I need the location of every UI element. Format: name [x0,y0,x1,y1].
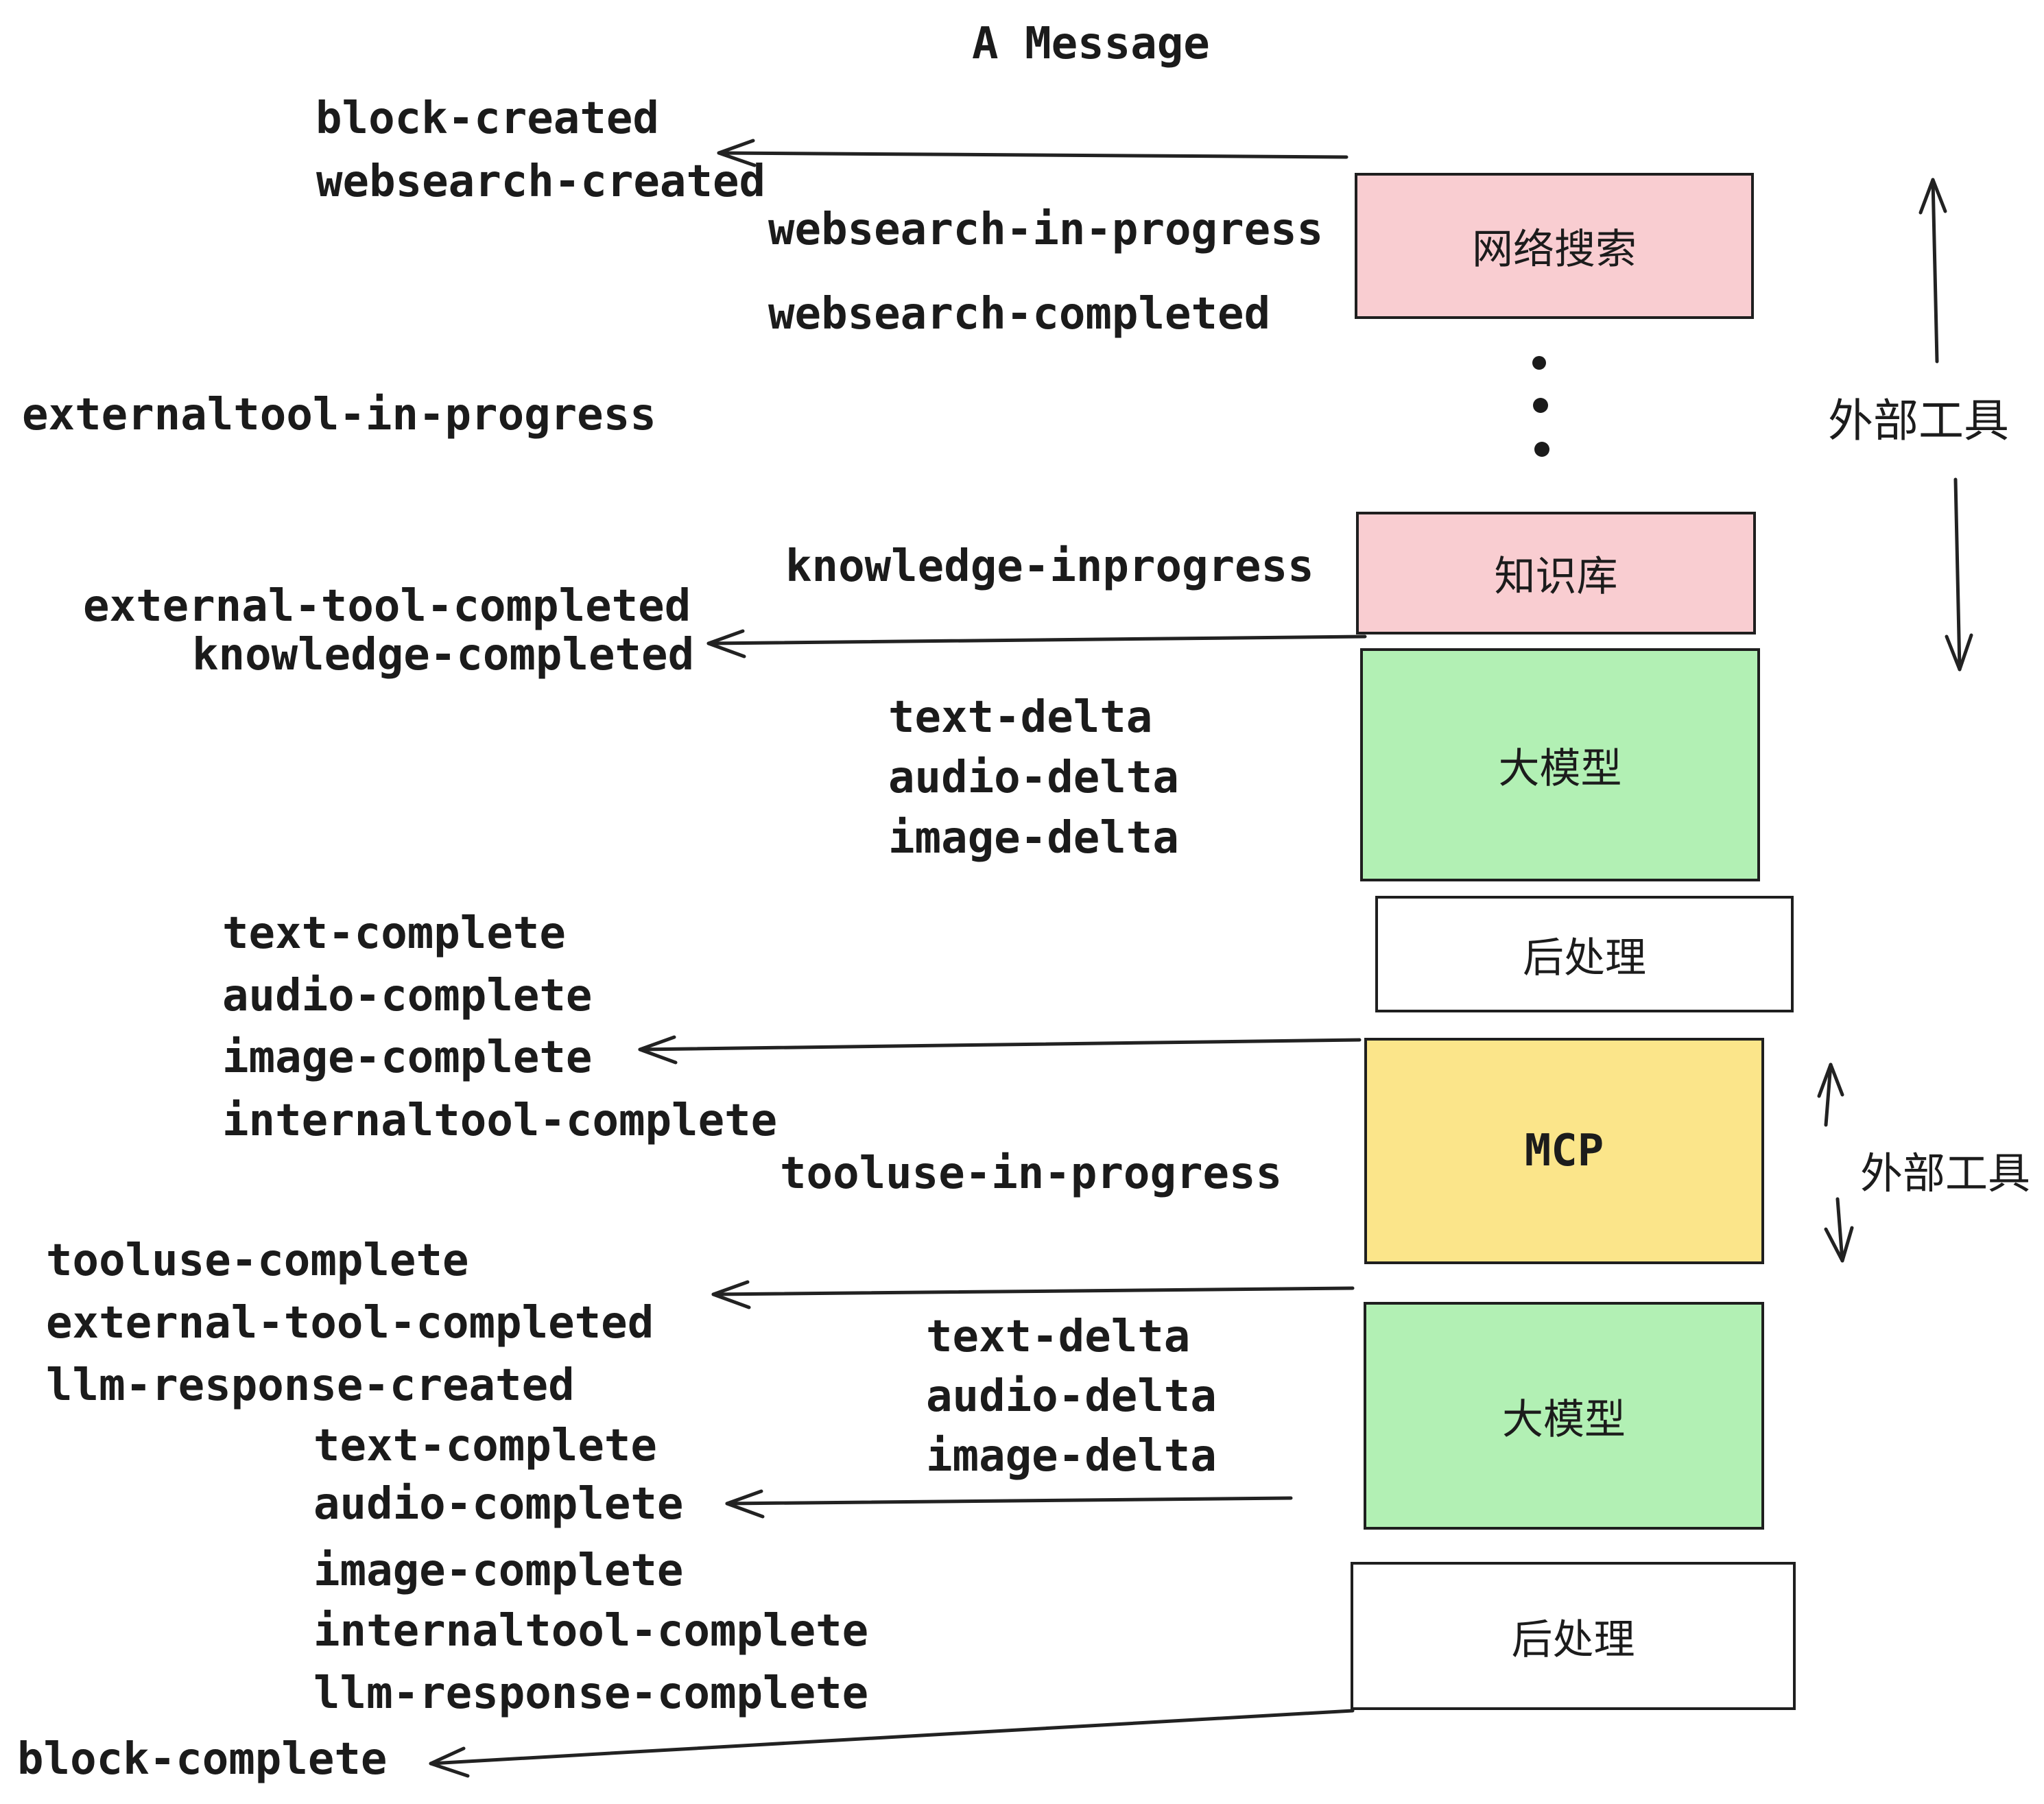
arrow-external-tools-up-2 [1817,1063,1844,1127]
event-label-block-created: block-created [316,93,659,144]
event-label-audio-complete-2: audio-complete [313,1479,684,1530]
arrow-tooluse-complete [711,1280,1355,1309]
event-label-llm-response-created: llm-response-created [46,1360,575,1411]
arrow-audio-complete-2 [725,1489,1293,1519]
event-label-image-delta-2: image-delta [926,1431,1217,1482]
event-label-text-delta-2: text-delta [926,1312,1191,1362]
event-label-text-delta-1: text-delta [888,692,1153,743]
node-knowledge-base-label: 知识库 [1494,554,1618,600]
node-websearch: 网络搜索 [1355,173,1754,319]
node-postprocess-1-label: 后处理 [1523,934,1646,981]
event-label-internaltool-complete-2: internaltool-complete [313,1606,869,1657]
node-llm-1: 大模型 [1360,648,1760,881]
ellipsis-dots [1532,356,1549,457]
node-postprocess-1: 后处理 [1375,896,1794,1012]
node-websearch-label: 网络搜索 [1472,226,1637,272]
arrow-block-complete [429,1709,1355,1778]
event-label-block-complete: block-complete [17,1734,388,1785]
event-label-tooluse-in-progress: tooluse-in-progress [780,1148,1283,1199]
event-label-text-complete-1: text-complete [222,908,566,959]
side-label-external-tools-1: 外部工具 [1828,395,2009,446]
node-knowledge-base: 知识库 [1356,512,1756,634]
page-title: A Message [972,19,1210,69]
event-label-websearch-created: websearch-created [316,156,766,207]
event-label-external-tool-completed: external-tool-completed [83,581,691,632]
arrow-external-tools-down-1 [1945,477,1973,672]
node-postprocess-2: 后处理 [1351,1562,1796,1710]
arrow-image-complete-1 [638,1035,1362,1065]
event-label-text-complete-2: text-complete [313,1421,657,1471]
arrow-block-created [717,139,1348,167]
event-label-external-tool-completed-2: external-tool-completed [46,1298,654,1349]
event-label-audio-delta-1: audio-delta [888,752,1179,803]
event-label-audio-complete-1: audio-complete [222,971,593,1021]
event-label-audio-delta-2: audio-delta [926,1371,1217,1422]
event-label-image-complete-2: image-complete [313,1545,684,1596]
event-label-externaltool-in-progress: externaltool-in-progress [22,390,656,440]
event-label-llm-response-complete: llm-response-complete [313,1668,869,1719]
node-llm-2: 大模型 [1364,1302,1764,1530]
event-label-image-complete-1: image-complete [222,1032,593,1083]
arrow-external-tools-down-2 [1824,1197,1854,1263]
event-label-internaltool-complete-1: internaltool-complete [222,1095,778,1146]
node-llm-2-label: 大模型 [1502,1396,1626,1443]
event-label-websearch-in-progress: websearch-in-progress [768,204,1324,255]
node-mcp-label: MCP [1524,1126,1604,1176]
event-label-knowledge-inprogress: knowledge-inprogress [785,541,1314,592]
event-label-image-delta-1: image-delta [888,813,1179,864]
side-label-external-tools-2: 外部工具 [1860,1150,2031,1198]
event-label-tooluse-complete: tooluse-complete [46,1235,469,1286]
node-mcp: MCP [1364,1038,1764,1264]
event-label-knowledge-completed: knowledge-completed [192,630,695,680]
node-llm-1-label: 大模型 [1498,745,1622,792]
arrow-knowledge-completed [706,629,1367,658]
node-postprocess-2-label: 后处理 [1511,1616,1635,1663]
event-label-websearch-completed: websearch-completed [768,289,1271,340]
arrow-external-tools-up-1 [1918,178,1947,364]
